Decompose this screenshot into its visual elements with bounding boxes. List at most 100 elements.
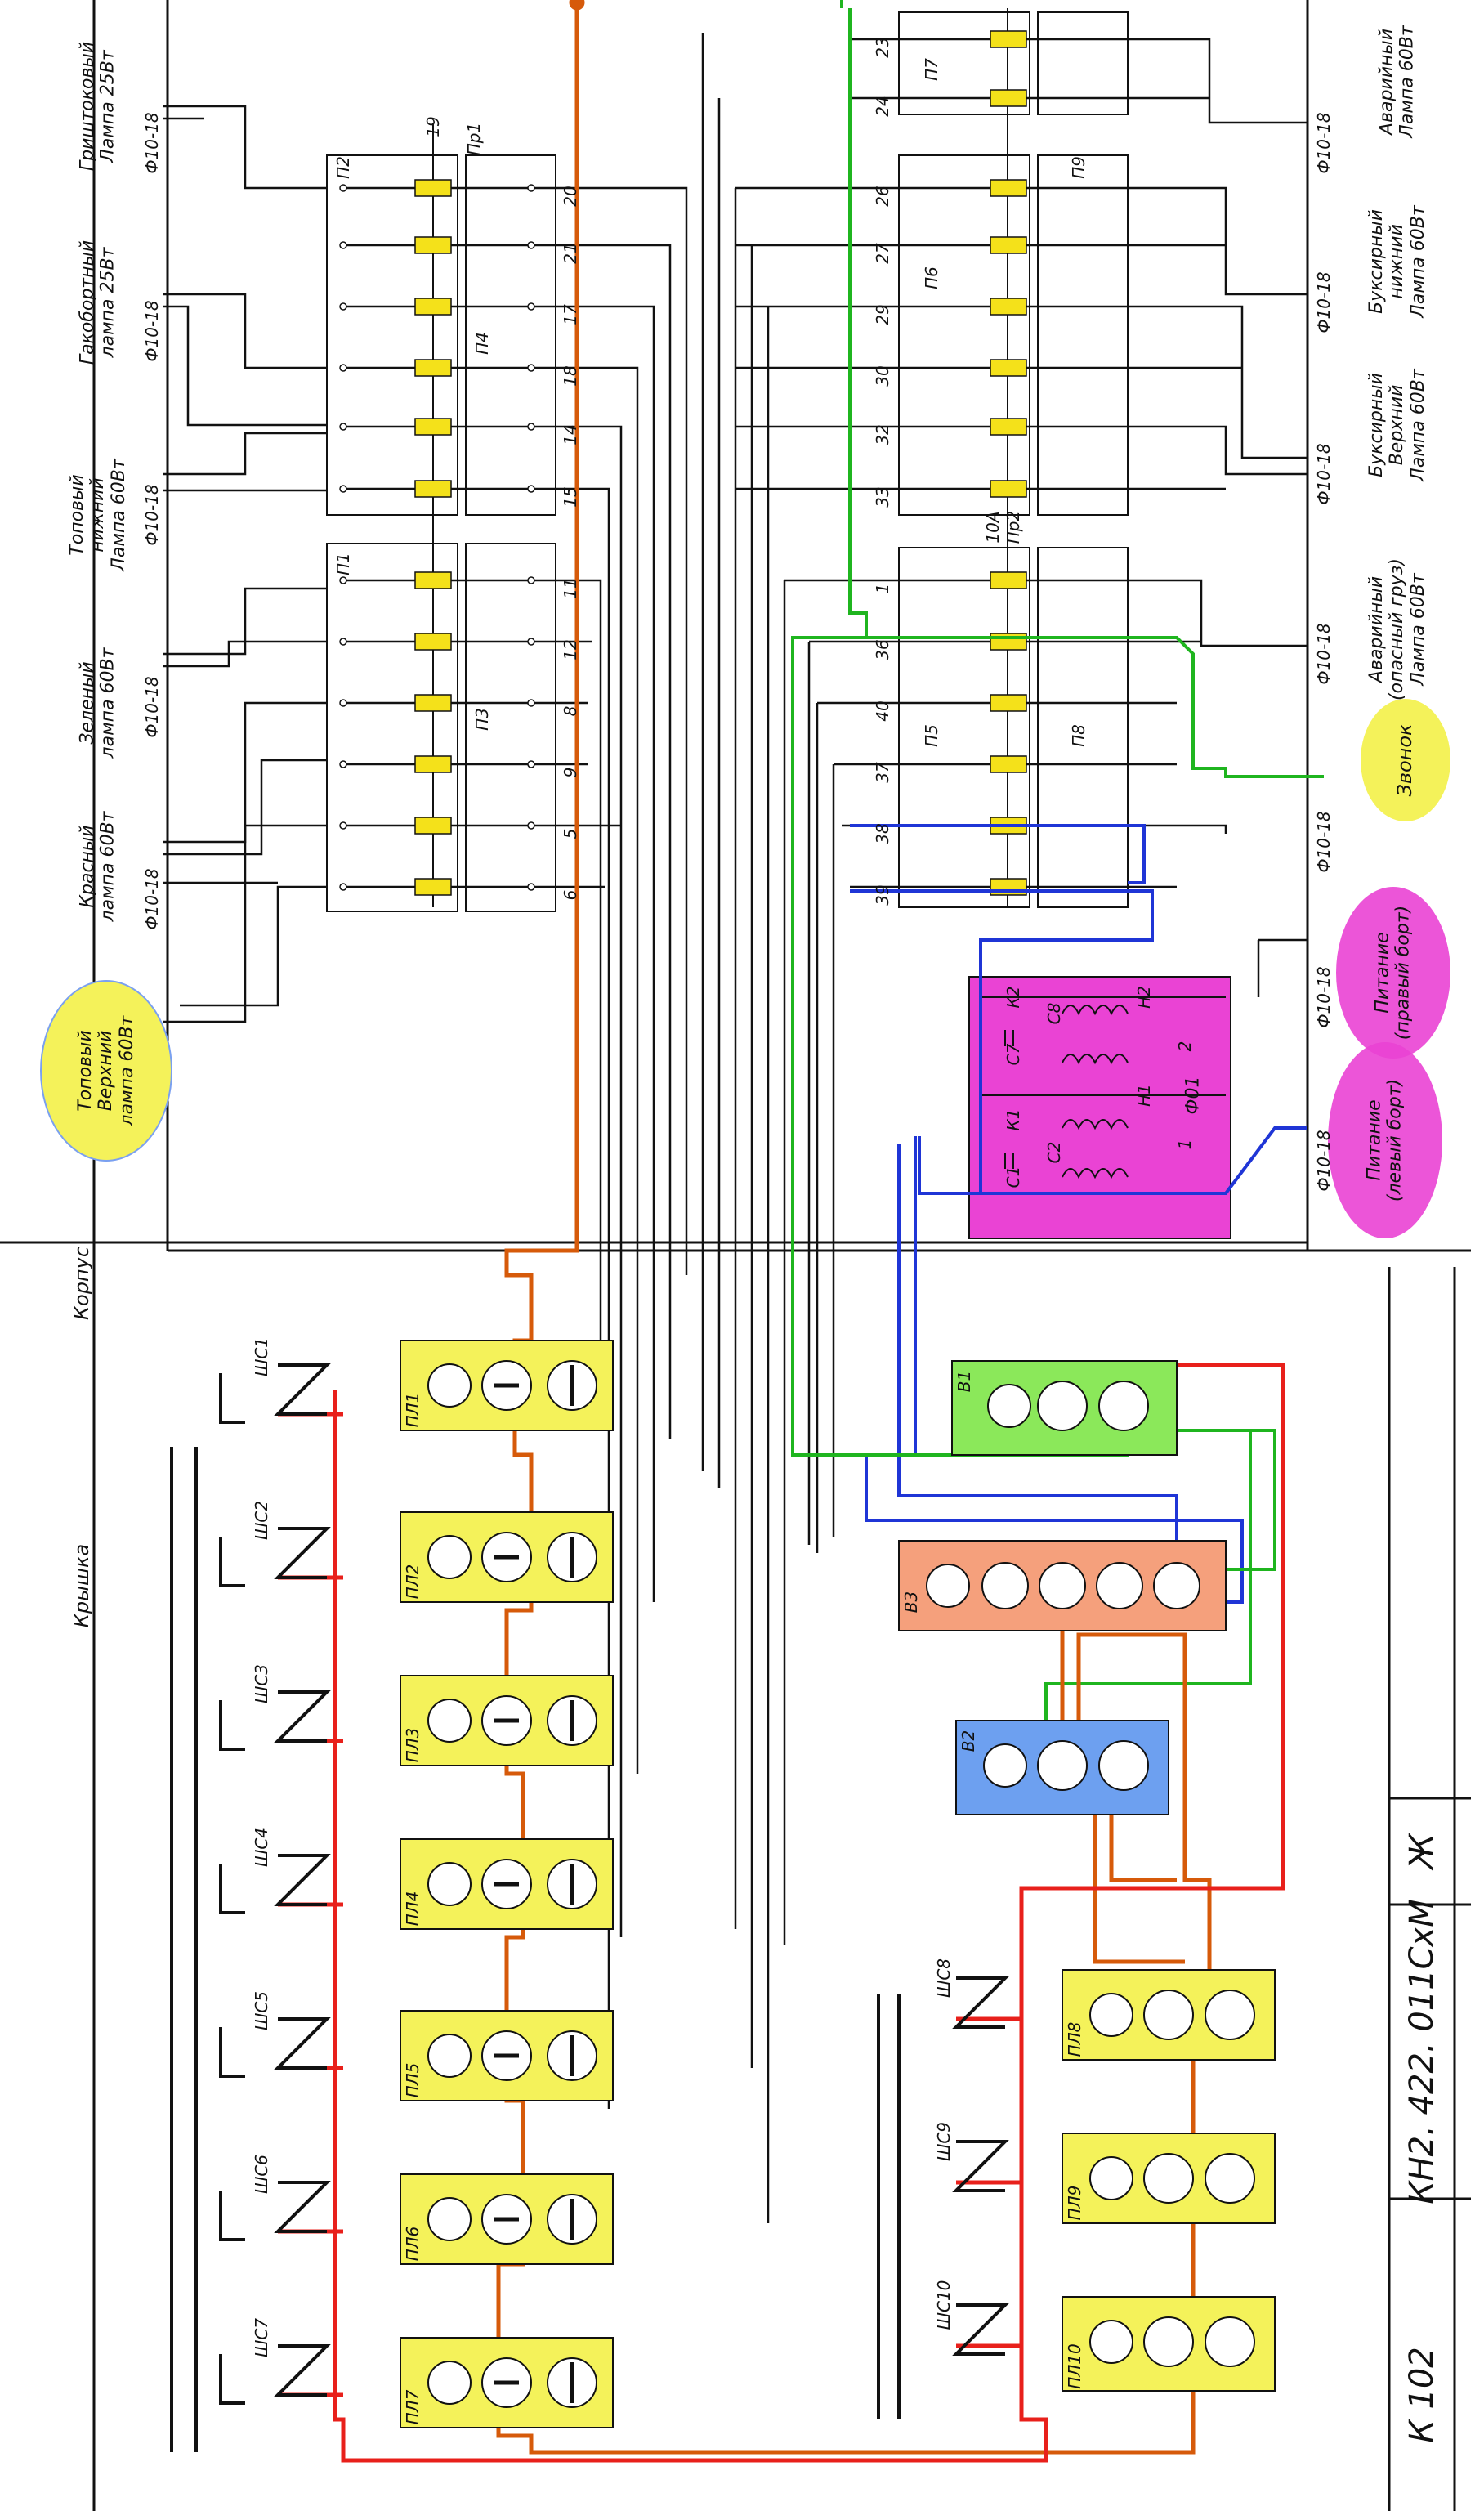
term-r: 26 — [873, 186, 892, 207]
fuse-10 — [414, 755, 452, 773]
block-p5: П5 — [922, 724, 941, 747]
term-r: 23 — [873, 37, 892, 58]
switch-b3: В3 — [901, 1591, 921, 1614]
block-p1: П1 — [333, 553, 353, 575]
term-l: 14 — [561, 424, 580, 445]
block-p7: П7 — [922, 58, 941, 81]
sc-label: ШС8 — [934, 1958, 954, 1999]
filter-pin: С2 — [1044, 1141, 1064, 1164]
term-l: 9 — [561, 767, 580, 778]
term-r: 30 — [873, 365, 892, 387]
switch-b2: В2 — [959, 1730, 978, 1752]
pl-label: ПЛ8 — [1065, 2021, 1084, 2057]
power-left-label: Питание(левый борт) — [1364, 1078, 1406, 1202]
conn-3: Ф10-18 — [142, 484, 162, 546]
model-label: К 102 — [1403, 2347, 1441, 2443]
filter-pin: К2 — [1003, 986, 1023, 1009]
pl-label: ПЛ9 — [1065, 2185, 1084, 2221]
pl-label: ПЛ4 — [403, 1891, 422, 1927]
bell-label: Звонок — [1393, 723, 1417, 797]
term-r: 38 — [873, 823, 892, 844]
fuse-12 — [414, 878, 452, 896]
pl-label: ПЛ5 — [403, 2062, 422, 2098]
block-p9: П9 — [1069, 156, 1088, 179]
filter-pin: Н1 — [1134, 1084, 1154, 1107]
term-r: 40 — [873, 700, 892, 722]
term-l: 12 — [561, 639, 580, 660]
conn-r2: Ф10-18 — [1314, 271, 1334, 333]
kryshka-label: Крышка — [70, 1543, 93, 1628]
block-p4: П4 — [472, 332, 492, 355]
block-p8: П8 — [1069, 724, 1088, 747]
filter-pin: Н2 — [1134, 986, 1154, 1009]
term-r: 33 — [873, 486, 892, 508]
conn-r1: Ф10-18 — [1314, 112, 1334, 174]
term-r: 29 — [873, 304, 892, 325]
filter-pin: 2 — [1175, 1041, 1195, 1052]
korpus-label: Корпус — [70, 1246, 93, 1321]
filter-pin: С1 — [1003, 1166, 1023, 1188]
fuse-column-left — [326, 123, 688, 2109]
fuse-5 — [414, 418, 452, 436]
term-l: 17 — [561, 304, 580, 325]
doc-code: КН2. 422. 011СхМ — [1403, 1899, 1441, 2204]
fuse-8 — [414, 633, 452, 651]
conn-power-l: Ф10-18 — [1314, 1130, 1334, 1192]
bell-highlight — [1361, 699, 1450, 821]
conn-power-r: Ф10-18 — [1314, 966, 1334, 1028]
block-pr2-num: 10А — [983, 511, 1003, 544]
block-pr1-num: 19 — [423, 116, 443, 137]
term-r: 36 — [873, 639, 892, 660]
sc-label: ШС2 — [252, 1500, 271, 1541]
top-mast-lamp-highlight — [40, 980, 172, 1162]
sc-label: ШС4 — [252, 1827, 271, 1868]
term-r: 27 — [873, 243, 892, 264]
conn-bell: Ф10-18 — [1314, 811, 1334, 873]
conn-2: Ф10-18 — [142, 300, 162, 362]
conn-5: Ф10-18 — [142, 868, 162, 930]
sc-label: ШС7 — [252, 2317, 271, 2358]
block-pr2: Пр2 — [1003, 510, 1023, 544]
conn-1: Ф10-18 — [142, 112, 162, 174]
fuse-2 — [414, 236, 452, 254]
filter-pin: 1 — [1175, 1139, 1195, 1150]
term-l: 21 — [561, 243, 580, 264]
sc-label: ШС6 — [252, 2154, 271, 2195]
filter-label: Ф01 — [1182, 1076, 1204, 1115]
term-r: 24 — [873, 96, 892, 117]
conn-r4: Ф10-18 — [1314, 623, 1334, 685]
pl-label: ПЛ1 — [403, 1392, 422, 1428]
fuse-9 — [414, 694, 452, 712]
sc-label: ШС10 — [934, 2280, 954, 2330]
fuse-3 — [414, 298, 452, 316]
block-p6: П6 — [922, 266, 941, 289]
conn-r3: Ф10-18 — [1314, 443, 1334, 505]
switch-b1: В1 — [954, 1370, 974, 1393]
fuse-1 — [414, 179, 452, 197]
pl-label: ПЛ2 — [403, 1564, 422, 1600]
fuse-11 — [414, 817, 452, 835]
switch-blocks-right — [877, 1360, 1276, 2419]
term-l: 18 — [561, 365, 580, 387]
term-r: 1 — [873, 583, 892, 594]
pl-label: ПЛ10 — [1065, 2343, 1084, 2389]
pl-label: ПЛ6 — [403, 2226, 422, 2262]
fuse-7 — [414, 571, 452, 589]
term-r: 32 — [873, 424, 892, 445]
right-lamp-label-4: Аварийный(опасный груз)Лампа 60Вт — [1366, 558, 1428, 700]
block-pr1: Пр1 — [464, 122, 484, 156]
conn-4: Ф10-18 — [142, 676, 162, 738]
pl-blocks-left — [170, 1340, 614, 2452]
sc-label: ШС5 — [252, 1990, 271, 2031]
block-p3: П3 — [472, 708, 492, 731]
fuse-4 — [414, 359, 452, 377]
sheet-letter: Ж — [1403, 1833, 1441, 1869]
